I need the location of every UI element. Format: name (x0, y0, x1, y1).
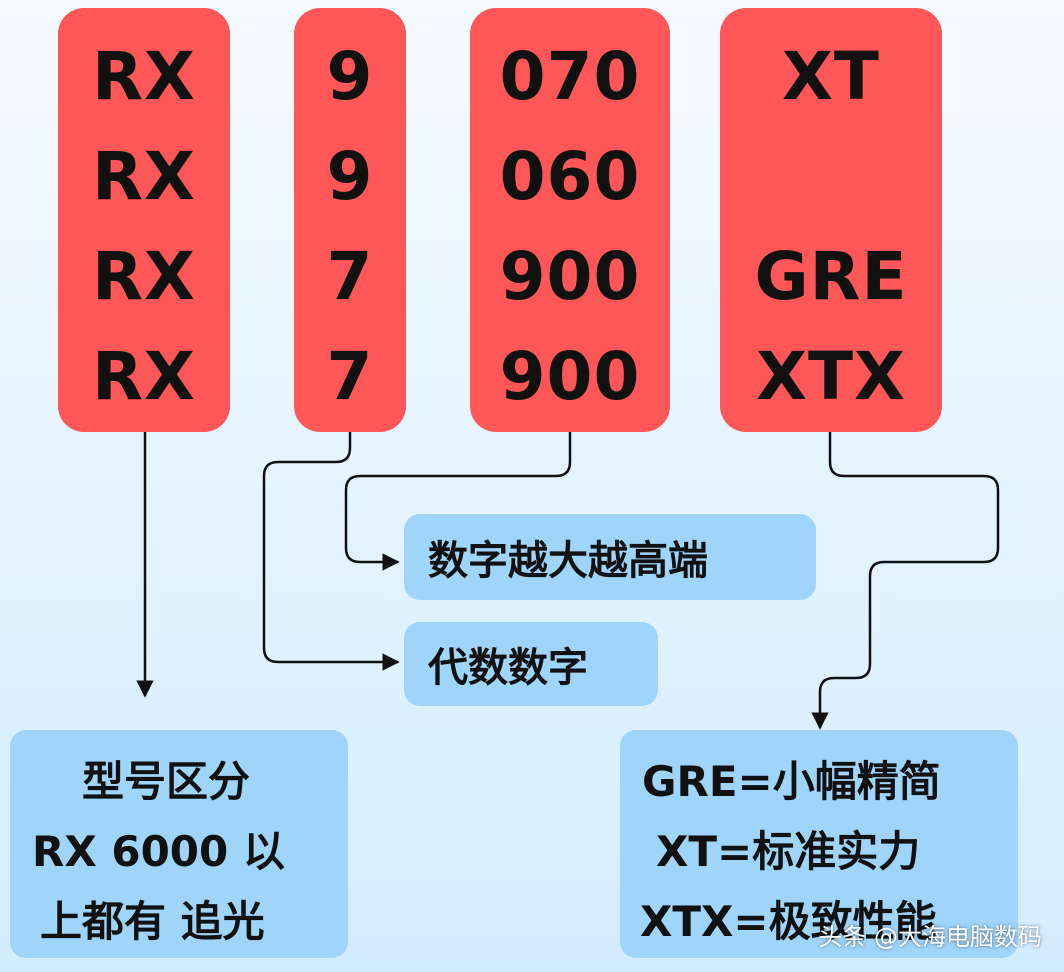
generation-cell: 7 (326, 337, 374, 415)
generation-cell: 7 (326, 237, 374, 315)
prefix-cell: RX (92, 237, 196, 315)
connector-suffix-to-box (811, 432, 1000, 730)
watermark: 头条 @大海电脑数码 (818, 923, 1042, 951)
prefix-column: RX RX RX RX (58, 8, 230, 432)
connector-generation-to-note (262, 432, 400, 671)
prefix-cell: RX (92, 37, 196, 115)
model-box-line: 型号区分 (82, 757, 251, 806)
model-number-cell: 900 (499, 337, 641, 415)
bigger-number-note: 数字越大越高端 (404, 514, 816, 600)
suffix-column: XT GRE XTX (720, 8, 942, 432)
generation-column: 9 9 7 7 (294, 8, 406, 432)
model-number-column: 070 060 900 900 (470, 8, 670, 432)
model-number-cell: 060 (499, 137, 641, 215)
generation-cell: 9 (326, 137, 374, 215)
model-explanation-box: 型号区分 RX 6000 以 上都有 追光 (10, 730, 348, 958)
model-box-line: RX 6000 以 (32, 827, 285, 876)
model-number-cell: 900 (499, 237, 641, 315)
prefix-cell: RX (92, 337, 196, 415)
prefix-cell: RX (92, 137, 196, 215)
suffix-cell: GRE (754, 237, 908, 315)
connector-number-to-note (344, 432, 572, 571)
suffix-box-line: XT=标准实力 (656, 827, 921, 876)
suffix-cell: XT (782, 37, 880, 115)
suffix-box-line: XTX=极致性能 (640, 897, 937, 946)
generation-cell: 9 (326, 37, 374, 115)
suffix-box-line: GRE=小幅精简 (642, 757, 941, 806)
suffix-explanation-box: GRE=小幅精简 XT=标准实力 XTX=极致性能 (620, 730, 1018, 958)
suffix-cell: XTX (756, 337, 906, 415)
generation-digit-note: 代数数字 (404, 622, 658, 706)
model-number-cell: 070 (499, 37, 641, 115)
model-box-line: 上都有 追光 (40, 897, 265, 946)
